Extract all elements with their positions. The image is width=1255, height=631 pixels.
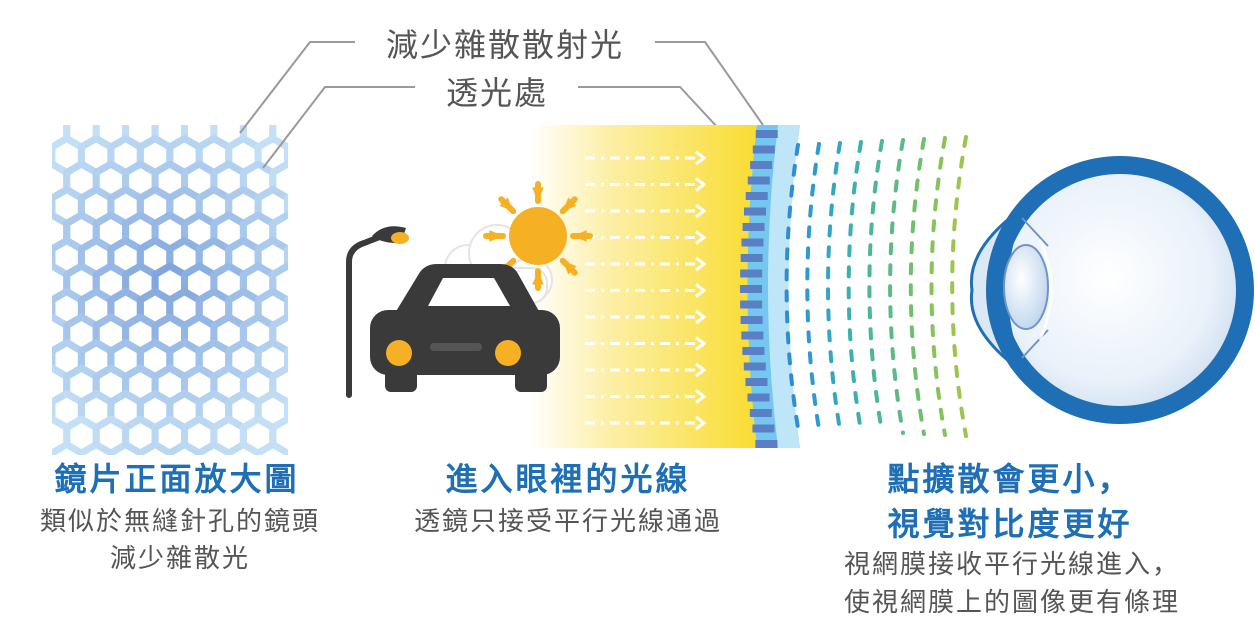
lens-stripe bbox=[752, 145, 775, 154]
hexagon-cell bbox=[210, 415, 247, 455]
hexagon-cell bbox=[63, 415, 100, 455]
lens-stripe bbox=[749, 409, 772, 417]
hexagon-cell bbox=[284, 397, 288, 424]
lens-stripe bbox=[743, 362, 766, 371]
lens-stripe bbox=[755, 130, 778, 138]
arrow-head bbox=[695, 283, 707, 298]
hexagon-cell bbox=[181, 415, 218, 455]
wavefront-line bbox=[867, 139, 884, 434]
hexagon-cell bbox=[284, 193, 288, 220]
hexagon-cell bbox=[284, 346, 288, 373]
lens-section-title: 鏡片正面放大圖 bbox=[54, 460, 300, 498]
hexagon-pattern bbox=[52, 125, 288, 455]
car-icon bbox=[370, 264, 560, 392]
hexagon-cell bbox=[269, 415, 288, 455]
eye-icon bbox=[969, 156, 1254, 424]
lens-stripe bbox=[740, 254, 763, 262]
hexagon-cell bbox=[122, 415, 159, 455]
lens-stripe bbox=[752, 424, 775, 433]
arrow-head bbox=[695, 362, 707, 378]
wavefront-line bbox=[950, 135, 968, 438]
lens-cross-section bbox=[740, 125, 800, 448]
lens-stripe bbox=[742, 347, 765, 355]
eye-section-desc-1: 視網膜接收平行光線進入， bbox=[843, 550, 1181, 580]
arrow-head bbox=[695, 336, 707, 351]
street-lamp-icon bbox=[346, 226, 409, 398]
arrow-head bbox=[695, 415, 707, 431]
lens-stripe bbox=[742, 223, 765, 231]
arrow-head bbox=[695, 309, 707, 325]
arrow-head bbox=[695, 230, 707, 245]
sun-ray bbox=[498, 196, 517, 215]
lens-stripe bbox=[741, 331, 764, 340]
eye-section-desc-2: 使視網膜上的圖像更有條理 bbox=[843, 588, 1181, 618]
callout-lines bbox=[239, 41, 764, 171]
wavefront-line bbox=[826, 141, 842, 432]
light-beam bbox=[530, 125, 760, 448]
arrow-head bbox=[695, 150, 707, 166]
lens-stripe bbox=[741, 238, 764, 247]
sun-icon bbox=[483, 181, 593, 291]
lens-stripe bbox=[755, 440, 778, 448]
wavefronts bbox=[784, 135, 968, 438]
lens-stripe bbox=[740, 269, 763, 278]
hexagon-cell bbox=[52, 415, 71, 455]
light-section-title: 進入眼裡的光線 bbox=[445, 460, 691, 498]
callout-transmission: 透光處 bbox=[439, 68, 555, 114]
arrow-head bbox=[695, 203, 707, 219]
wavefront-line bbox=[805, 142, 821, 431]
lens-stripe bbox=[743, 207, 766, 216]
eye-section-title-1: 點擴散會更小， bbox=[887, 460, 1133, 498]
sun-ray bbox=[559, 196, 578, 215]
lens-stripe bbox=[747, 393, 770, 402]
wavefront-line bbox=[888, 138, 905, 435]
sun-ray bbox=[559, 257, 578, 276]
lens-stripe bbox=[740, 316, 763, 324]
hexagon-cell bbox=[92, 415, 130, 455]
hexagon-cell bbox=[151, 415, 188, 455]
lens-stripe bbox=[745, 192, 768, 200]
lens-stripe bbox=[745, 378, 768, 386]
lens-stripe bbox=[740, 285, 763, 293]
arrow-head bbox=[695, 389, 707, 404]
hexagon-cell bbox=[239, 415, 277, 455]
wavefront-line bbox=[908, 137, 926, 436]
lens-section-desc-1: 類似於無縫針孔的鏡頭 bbox=[39, 507, 321, 537]
hexagon-cell bbox=[284, 142, 288, 169]
hexagon-cell bbox=[284, 295, 288, 322]
lens-stripe bbox=[750, 161, 773, 169]
parallel-light-arrows bbox=[585, 150, 707, 431]
wavefront-line bbox=[929, 136, 947, 437]
callout-scatter-reduction: 減少雜散散射光 bbox=[385, 26, 625, 64]
lens-stripe bbox=[740, 300, 763, 309]
arrow-head bbox=[695, 177, 707, 192]
light-section-desc-1: 透鏡只接受平行光線通過 bbox=[413, 507, 723, 537]
lens-section-desc-2: 減少雜散光 bbox=[109, 544, 251, 574]
arrow-head bbox=[695, 256, 707, 272]
wavefront-line bbox=[846, 140, 863, 433]
eye-section-title-2: 視覺對比度更好 bbox=[887, 505, 1133, 543]
lens-stripe bbox=[747, 176, 770, 185]
hexagon-cell bbox=[284, 244, 288, 271]
